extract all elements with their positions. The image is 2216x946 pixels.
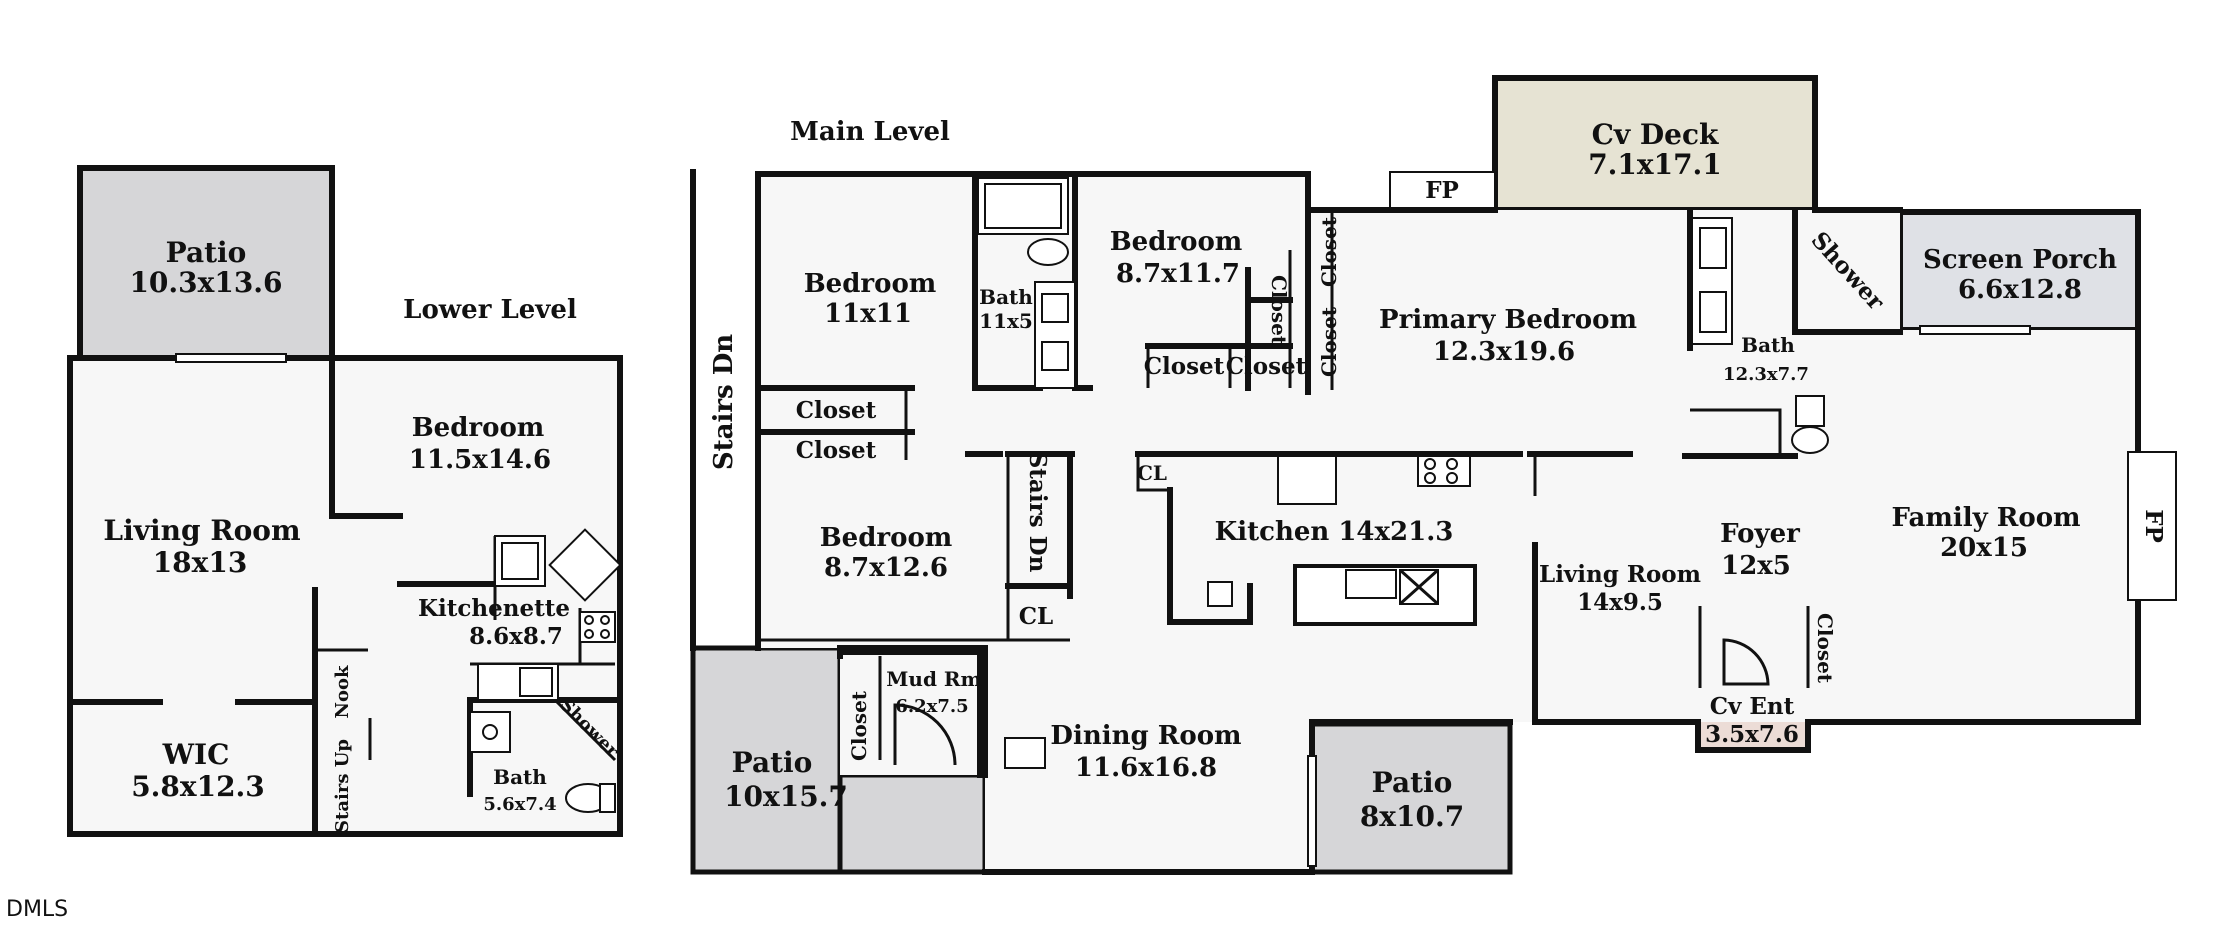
kitchen-sink	[1345, 569, 1397, 599]
toilet-2	[1791, 426, 1829, 454]
bath-1-name: Bath	[979, 285, 1033, 309]
bedroom-2-name: Bedroom	[1110, 227, 1243, 257]
fp-top	[1389, 171, 1496, 209]
cv-ent-name: Cv Ent	[1710, 693, 1795, 720]
main-level-title: Main Level	[790, 117, 950, 147]
range	[579, 611, 616, 643]
screen-porch-name: Screen Porch	[1923, 245, 2117, 275]
fp-right	[2127, 451, 2177, 601]
main-floor	[758, 174, 2138, 872]
bedroom-3-dim: 8.7x12.6	[824, 553, 948, 583]
lower-living-name: Living Room	[103, 514, 300, 547]
hood	[1277, 455, 1337, 505]
kitchenette-name: Kitchenette	[418, 595, 570, 622]
lower-patio	[77, 165, 335, 361]
screen-porch	[1897, 209, 2141, 333]
patio-left-ext	[837, 772, 988, 875]
primary-bath-name: Bath	[1741, 333, 1795, 357]
living-room-name: Living Room	[1539, 561, 1701, 588]
foyer-closet: Closet	[1813, 613, 1837, 684]
bedroom-1-name: Bedroom	[804, 269, 937, 299]
stairs-dn-main: Stairs Dn	[709, 334, 739, 470]
bath-1-dim: 11x5	[979, 309, 1033, 333]
fp-right-label: FP	[2140, 509, 2167, 543]
lower-bedroom-name: Bedroom	[412, 413, 545, 443]
bar-sink	[1207, 581, 1233, 607]
cv-deck-dim: 7.1x17.1	[1588, 148, 1722, 181]
lower-bath-name: Bath	[493, 765, 547, 789]
lower-bath-dim: 5.6x7.4	[483, 794, 556, 815]
lower-living-dim: 18x13	[153, 546, 248, 579]
primary-bath-dim: 12.3x7.7	[1723, 364, 1809, 385]
mud-rm-closet: Closet	[847, 690, 871, 761]
kitchenette-dim: 8.6x8.7	[469, 623, 563, 650]
closet-3: Closet	[1144, 353, 1225, 380]
dining-sink	[1004, 737, 1046, 769]
fp-top-label: FP	[1425, 177, 1459, 204]
screen-porch-dim: 6.6x12.8	[1958, 275, 2082, 305]
family-room-name: Family Room	[1891, 503, 2080, 533]
primary-bedroom-dim: 12.3x19.6	[1433, 337, 1575, 367]
lower-patio-name: Patio	[166, 236, 247, 269]
wic-name: WIC	[162, 738, 230, 771]
dining-room-dim: 11.6x16.8	[1075, 753, 1217, 783]
living-room-dim: 14x9.5	[1577, 589, 1663, 616]
closet-1: Closet	[796, 397, 877, 424]
water-heater	[548, 528, 622, 602]
kitchen-label: Kitchen 14x21.3	[1215, 517, 1454, 547]
lower-level-title: Lower Level	[403, 295, 577, 325]
bedroom-2-dim: 8.7x11.7	[1116, 259, 1240, 289]
closet-5: Closet	[1267, 275, 1291, 346]
closet-6: Closet	[1317, 216, 1341, 287]
bedroom-1-dim: 11x11	[824, 299, 912, 329]
lower-floor	[67, 355, 623, 837]
mud-rm-name: Mud Rm	[886, 667, 981, 691]
cv-ent-dim: 3.5x7.6	[1705, 721, 1799, 748]
main-level: Main Level Stairs Dn Bedroom 11x11 Bath …	[690, 75, 2177, 875]
foyer-dim: 12x5	[1721, 551, 1791, 581]
family-room-dim: 20x15	[1940, 533, 2028, 563]
closet-4: Closet	[1226, 353, 1307, 380]
lower-level: Patio 10.3x13.6 Lower Level Bedroom 11.5…	[67, 165, 623, 837]
patio-left-dim: 10x15.7	[724, 780, 848, 813]
lower-patio-dim: 10.3x13.6	[129, 266, 282, 299]
primary-bedroom-name: Primary Bedroom	[1379, 305, 1637, 335]
bedroom-3-name: Bedroom	[820, 523, 953, 553]
toilet-1	[1027, 238, 1069, 266]
dining-room-name: Dining Room	[1050, 721, 1241, 751]
patio-right-name: Patio	[1372, 766, 1453, 799]
patio-right-dim: 8x10.7	[1360, 800, 1464, 833]
foyer-name: Foyer	[1720, 519, 1800, 549]
cl-2: CL	[1137, 461, 1167, 485]
dmls-watermark: DMLS	[6, 897, 68, 922]
cl-1: CL	[1019, 603, 1053, 630]
closet-2: Closet	[796, 437, 877, 464]
lower-bedroom-dim: 11.5x14.6	[409, 445, 551, 475]
cv-deck-name: Cv Deck	[1592, 118, 1719, 151]
closet-7: Closet	[1317, 306, 1341, 377]
mud-rm-dim: 6.2x7.5	[895, 696, 968, 717]
stairs-up-label: Stairs Up	[332, 739, 353, 833]
patio-left-name: Patio	[732, 746, 813, 779]
nook-label: Nook	[332, 665, 353, 718]
wic-dim: 5.8x12.3	[131, 770, 265, 803]
stairs-dn-2: Stairs Dn	[1024, 452, 1051, 573]
lower-sliding-door	[175, 353, 287, 363]
